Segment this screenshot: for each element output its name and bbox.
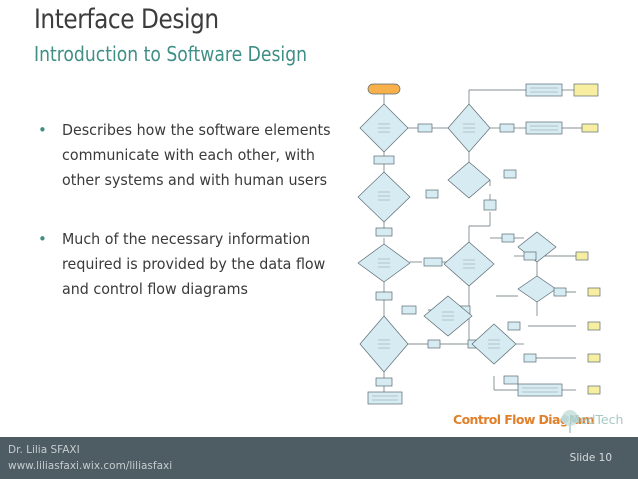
flow-decision — [357, 171, 411, 223]
flow-end-node — [587, 353, 601, 363]
bullet-item: • Much of the necessary information requ… — [38, 227, 338, 302]
flow-process — [507, 321, 521, 331]
flow-process — [401, 305, 417, 315]
tree-logo-icon — [561, 410, 579, 433]
flow-end-node — [587, 321, 601, 331]
footer-author: Dr. Lilia SFAXI — [8, 444, 80, 456]
flow-shapes — [357, 83, 601, 405]
flow-decision — [517, 275, 557, 303]
flow-process — [499, 123, 515, 133]
flow-process — [417, 123, 433, 133]
flow-start-node — [367, 83, 401, 95]
flow-process — [517, 383, 563, 397]
flow-process — [373, 155, 395, 165]
flow-process — [503, 375, 519, 385]
flow-process — [375, 227, 393, 237]
flow-process — [553, 287, 567, 297]
bullet-item: • Describes how the software elements co… — [38, 118, 338, 193]
flow-process — [427, 339, 441, 349]
flow-process — [367, 391, 403, 405]
flow-process — [423, 257, 443, 267]
bullet-text: Describes how the software elements comm… — [62, 121, 331, 189]
flow-process — [525, 83, 563, 97]
flow-process — [375, 377, 393, 387]
flow-process — [523, 353, 537, 363]
flow-process — [483, 199, 497, 211]
flow-process — [525, 121, 563, 135]
flow-process — [375, 291, 393, 301]
bullet-text: Much of the necessary information requir… — [62, 230, 326, 298]
bullet-list: • Describes how the software elements co… — [38, 118, 338, 336]
bullet-dot-icon: • — [38, 230, 47, 248]
flow-text-marks — [372, 87, 558, 401]
flow-end-node — [587, 287, 601, 297]
flow-end-node — [581, 123, 599, 133]
flow-decision — [447, 161, 491, 199]
flow-process — [503, 169, 517, 179]
flow-process — [425, 189, 439, 199]
footer-url: www.liliasfaxi.wix.com/liliasfaxi — [8, 460, 173, 472]
flow-end-node — [587, 385, 601, 395]
control-flow-diagram — [357, 83, 601, 405]
brand-name: MedTech — [569, 412, 624, 427]
flow-process — [523, 251, 537, 261]
bullet-dot-icon: • — [38, 121, 47, 139]
figure-caption: Control Flow Diagram — [453, 412, 595, 427]
flow-process — [501, 233, 515, 243]
slide-number: Slide 10 — [569, 452, 612, 464]
flow-end-node — [573, 83, 599, 97]
slide-title: Interface Design — [34, 4, 219, 35]
footer-bar — [0, 437, 638, 479]
flow-end-node — [575, 251, 589, 261]
slide-subtitle: Introduction to Software Design — [34, 42, 308, 66]
